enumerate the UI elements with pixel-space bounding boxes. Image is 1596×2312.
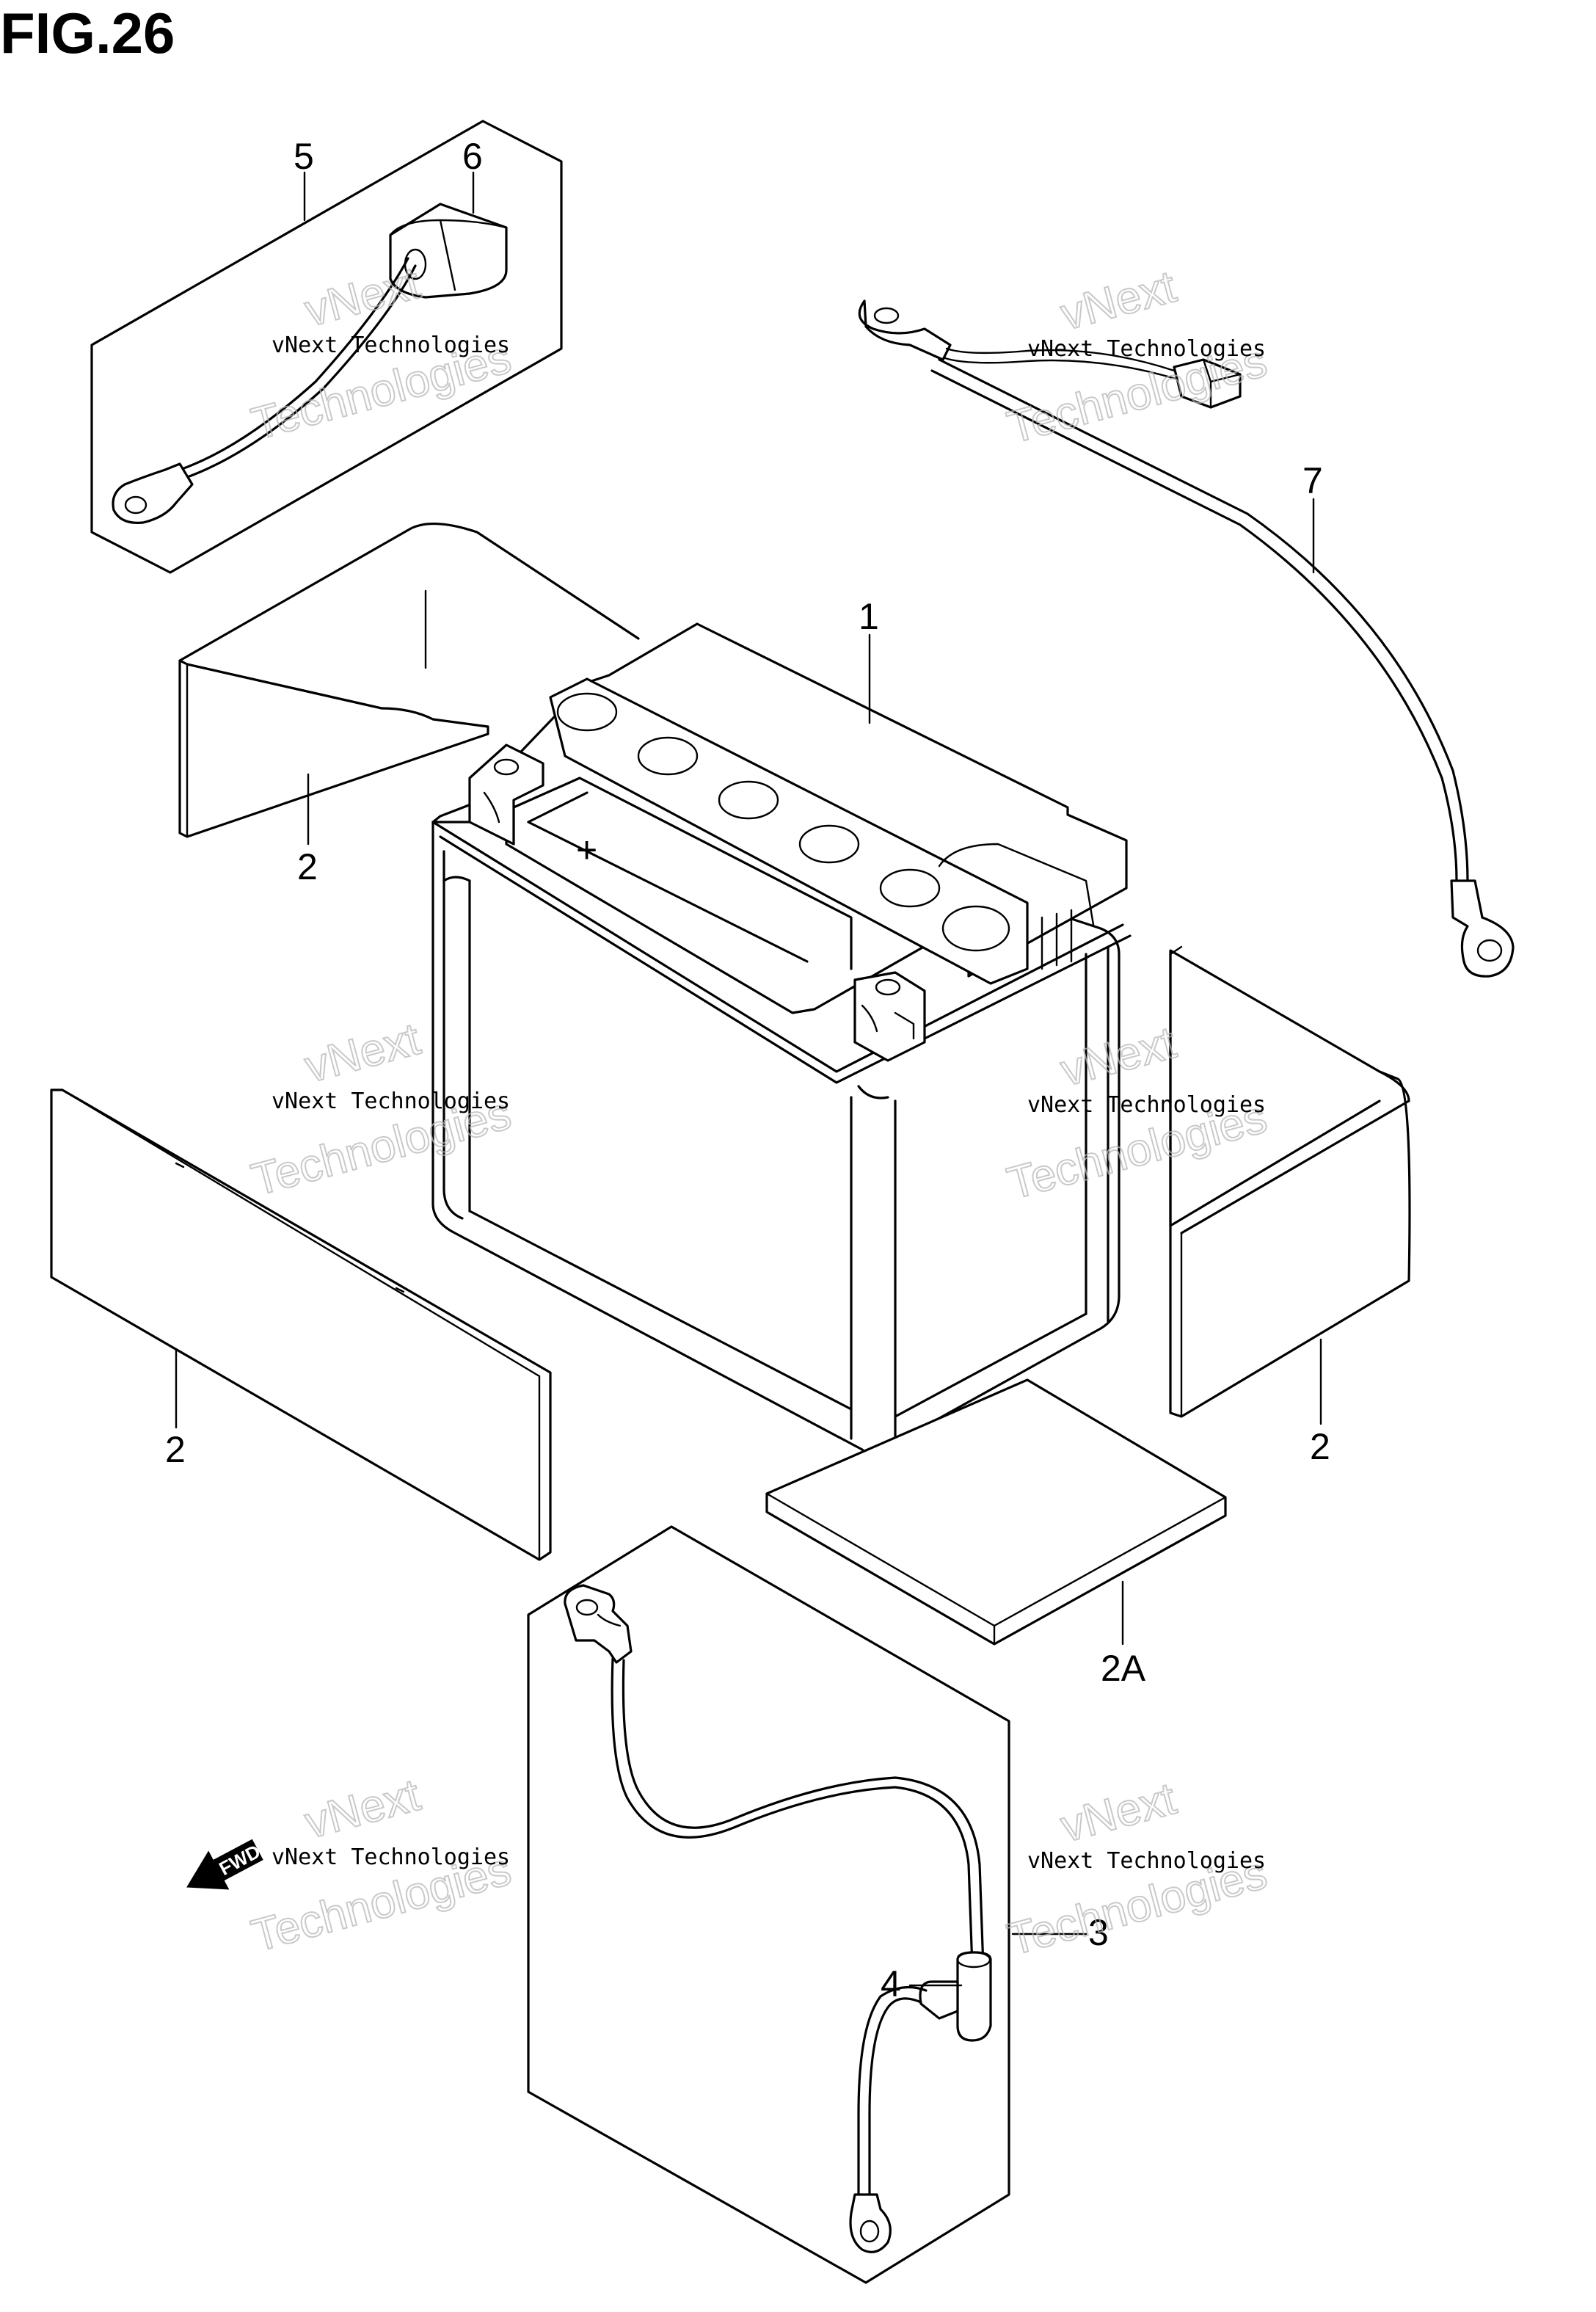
battery-pad-2-left bbox=[50, 1088, 552, 1561]
figure-title: FIG.26 bbox=[0, 1, 175, 65]
battery-pad-2-top bbox=[178, 523, 640, 838]
terminal-boot-4 bbox=[919, 1951, 992, 2042]
lead-wire-7 bbox=[858, 299, 1515, 978]
callout-6: 6 bbox=[462, 136, 483, 177]
callout-2-top: 2 bbox=[297, 846, 318, 887]
callout-1: 1 bbox=[859, 596, 879, 637]
lead-wire-assembly-box-5 bbox=[90, 120, 563, 574]
svg-text:vNext: vNext bbox=[300, 1014, 426, 1093]
svg-text:vNext: vNext bbox=[300, 1770, 426, 1849]
callout-4: 4 bbox=[881, 1963, 901, 2004]
callout-7: 7 bbox=[1302, 460, 1323, 501]
battery-cable-box-3 bbox=[527, 1525, 1010, 2284]
callout-2a: 2A bbox=[1101, 1648, 1146, 1689]
watermark-5: vNext Technologies vNext Technologies bbox=[246, 1769, 517, 1963]
watermark-2: vNext Technologies vNext Technologies bbox=[1002, 261, 1272, 454]
svg-text:vNext: vNext bbox=[1056, 1773, 1181, 1853]
callout-2-left: 2 bbox=[165, 1429, 186, 1470]
svg-text:vNext Technologies: vNext Technologies bbox=[272, 1844, 510, 1870]
svg-text:vNext Technologies: vNext Technologies bbox=[1027, 336, 1266, 362]
battery-pad-2-right bbox=[1169, 945, 1411, 1418]
battery-pad-2a bbox=[765, 1378, 1227, 1646]
svg-text:vNext Technologies: vNext Technologies bbox=[1027, 1092, 1266, 1118]
svg-text:vNext Technologies: vNext Technologies bbox=[272, 1088, 510, 1114]
svg-text:vNext Technologies: vNext Technologies bbox=[272, 332, 510, 358]
terminal-cap-6 bbox=[389, 203, 508, 299]
battery-1: + bbox=[431, 622, 1132, 1462]
watermark-6: vNext Technologies vNext Technologies bbox=[1002, 1773, 1272, 1966]
ring-terminal-5 bbox=[112, 462, 194, 524]
callout-2-right: 2 bbox=[1310, 1426, 1330, 1467]
callout-5: 5 bbox=[294, 136, 314, 177]
callout-3: 3 bbox=[1088, 1912, 1109, 1953]
svg-text:vNext Technologies: vNext Technologies bbox=[1027, 1848, 1266, 1874]
svg-text:vNext: vNext bbox=[1056, 261, 1181, 341]
forward-direction-arrow: FWD bbox=[186, 1839, 264, 1890]
plus-terminal-mark: + bbox=[576, 829, 597, 870]
